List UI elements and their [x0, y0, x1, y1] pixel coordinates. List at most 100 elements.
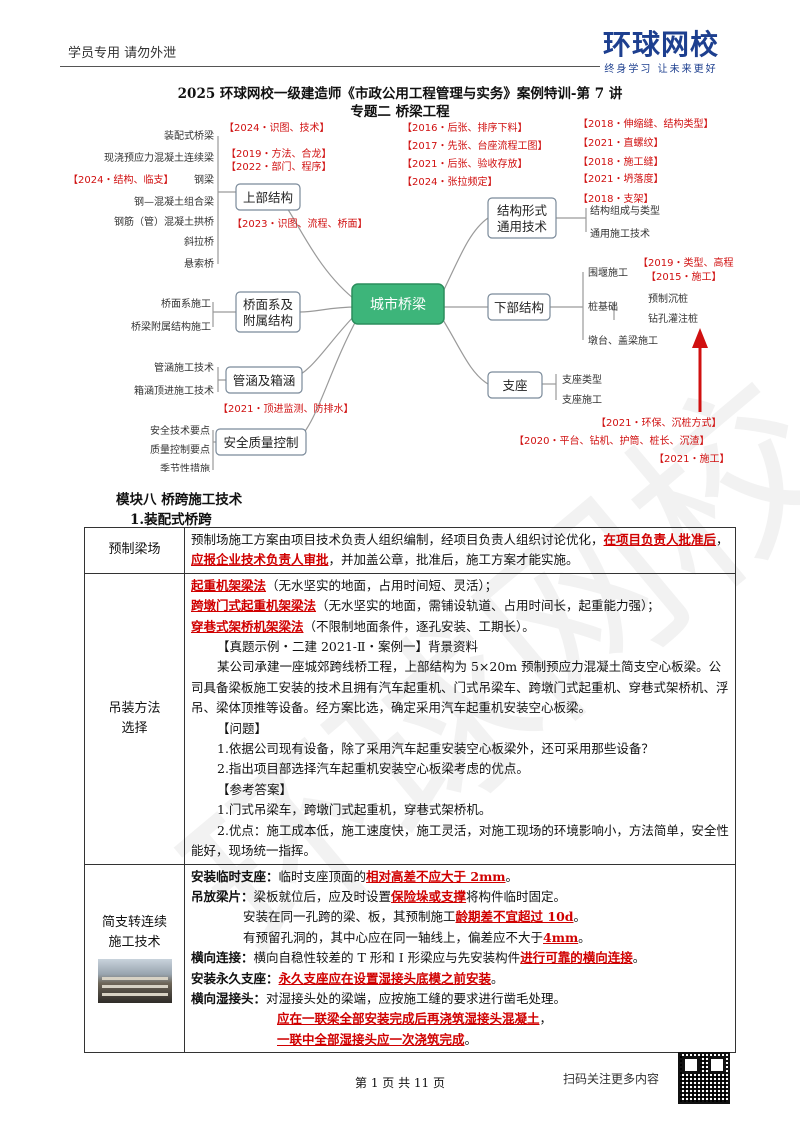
- lower-item: 墩台、盖梁施工: [588, 334, 658, 347]
- exam-tag: 【2021・顶进监测、防排水】: [218, 402, 353, 415]
- structure-item: 通用施工技术: [590, 227, 650, 240]
- text: 。: [578, 929, 591, 945]
- text: 。: [491, 970, 504, 986]
- row-content: 安装临时支座：临时支座顶面的相对高差不应大于 2mm。 吊放梁片：梁板就位后，应…: [184, 863, 736, 1054]
- upper-item: 装配式桥梁: [164, 129, 214, 142]
- text: 。: [632, 950, 646, 966]
- text: 将构件临时固定。: [466, 888, 567, 904]
- lower-item: 围堰施工: [588, 266, 628, 279]
- upper-item: 钢筋（管）混凝土拱桥: [114, 215, 214, 228]
- table-row: 预制梁场 预制场施工方案由项目技术负责人组织编制，经项目负责人组织讨论优化，在项…: [84, 527, 736, 574]
- row-label: 预制梁场: [84, 527, 185, 574]
- step-label: 横向连接：: [191, 950, 254, 966]
- page-title: 2025 环球网校一级建造师《市政公用工程管理与实务》案例特训-第 7 讲: [177, 86, 623, 102]
- row-label: 简支转连续 施工技术: [84, 863, 185, 1054]
- method-name: 穿巷式架桥机架梁法: [191, 618, 304, 634]
- highlight: 永久支座应在设置湿接头底模之前安装: [278, 970, 492, 986]
- culvert-item: 箱涵顶进施工技术: [134, 384, 214, 397]
- exam-tag: 【2021・施工】: [654, 452, 729, 465]
- exam-tag: 【2019・类型、高程】: [638, 256, 734, 269]
- text: 对湿接头处的梁端，应按施工缝的要求进行凿毛处理。: [266, 990, 567, 1006]
- page-header: 学员专用 请勿外泄 环球网校 终身学习 让未来更好: [60, 30, 740, 75]
- text: ，: [716, 532, 729, 547]
- step-label: 吊放梁片：: [191, 888, 254, 904]
- node-culvert: 管涵及箱涵: [233, 373, 296, 388]
- text: 。: [464, 1031, 478, 1047]
- row-content: 预制场施工方案由项目技术负责人组织编制，经项目负责人组织讨论优化，在项目负责人批…: [184, 527, 736, 574]
- structure-item: 结构组成与类型: [590, 204, 660, 217]
- exam-tag: 【2018・施工缝】: [578, 155, 663, 168]
- red-arrow-icon: [692, 328, 708, 412]
- node-safety: 安全质量控制: [223, 435, 298, 450]
- highlight: 保险垛或支撑: [391, 888, 467, 904]
- row-content: 起重机架梁法（无水坚实的地面，占用时间短、灵活）； 跨墩门式起重机架梁法（无水坚…: [184, 572, 736, 865]
- lower-item: 预制沉桩: [648, 292, 688, 305]
- highlight: 应在一联梁全部安装完成后再浇筑湿接头混凝土: [277, 1011, 540, 1027]
- text: 横向自稳性较差的 T 形和 I 形梁应与先安装构件: [253, 950, 521, 966]
- question-item: 2.指出项目部选择汽车起重机安装空心板梁考虑的优点。: [217, 761, 529, 777]
- upper-item: 钢—混凝土组合梁: [134, 195, 214, 208]
- brand-logo: 环球网校 终身学习 让未来更好: [586, 30, 736, 76]
- lower-item: 钻孔灌注桩: [648, 312, 698, 325]
- case-heading: 【真题示例・二建 2021-Ⅱ・案例一】背景资料: [217, 639, 479, 655]
- safety-item: 季节性措施: [160, 462, 210, 472]
- row-label-text: 吊装方法: [108, 700, 161, 716]
- question-item: 1.依据公司现有设备，除了采用汽车起重安装空心板梁外，还可采用那些设备？: [217, 741, 654, 757]
- step-label: 横向湿接头：: [191, 990, 267, 1006]
- node-bearing: 支座: [502, 378, 527, 393]
- text: 。: [505, 868, 519, 884]
- center-node: [351, 283, 445, 325]
- exam-tag: 【2021・环保、沉桩方式】: [596, 416, 721, 429]
- exam-tag: 【2016・后张、排序下料】: [402, 121, 527, 134]
- highlight: 应报企业技术负责人审批: [191, 552, 329, 568]
- upper-item: 斜拉桥: [184, 235, 214, 248]
- logo-slogan: 终身学习 让未来更好: [604, 64, 718, 75]
- table-row: 简支转连续 施工技术 安装临时支座：临时支座顶面的相对高差不应大于 2mm。 吊…: [84, 863, 736, 1054]
- deck-item: 桥面系施工: [161, 297, 211, 310]
- highlight: 龄期差不宜超过 10d: [455, 909, 574, 925]
- row-label-text: 选择: [121, 720, 148, 736]
- text: 临时支座顶面的: [278, 868, 367, 884]
- exam-tag: 【2024・结构、临支】: [68, 173, 173, 186]
- case-body: 某公司承建一座城郊跨线桥工程，上部结构为 5×20m 预制预应力混凝土简支空心板…: [191, 659, 729, 716]
- section-title: 1.装配式桥跨: [130, 512, 212, 528]
- exam-tag: 【2024・识图、技术】: [224, 121, 329, 134]
- content-table: 预制梁场 预制场施工方案由项目技术负责人组织编制，经项目负责人组织讨论优化，在项…: [84, 527, 736, 1054]
- node-deck-1: 桥面系及: [243, 297, 294, 312]
- highlight: 进行可靠的横向连接: [520, 950, 633, 966]
- exam-tag: 【2015・施工】: [646, 270, 721, 283]
- exam-tag: 【2021・坍落度】: [578, 172, 663, 185]
- row-label: 吊装方法 选择: [84, 572, 185, 865]
- text: ，: [539, 1011, 553, 1027]
- scan-prompt: 扫码关注更多内容: [563, 1072, 660, 1086]
- text: ，并加盖公章，批准后，施工方案才能实施。: [328, 552, 579, 568]
- node-structure-2: 通用技术: [497, 219, 548, 234]
- text: 。: [573, 909, 587, 925]
- upper-item: 现浇预应力混凝土连续梁: [104, 151, 214, 164]
- row-label-text: 预制梁场: [108, 542, 161, 558]
- header-rule: [60, 66, 600, 67]
- deck-item: 桥梁附属结构施工: [131, 320, 211, 333]
- mind-map: 城市桥梁 上部结构 桥面系及 附属结构 管涵及箱涵 安全质量控制 结构形式 通用…: [68, 117, 734, 472]
- page-number: 第 1 页 共 11 页: [355, 1076, 445, 1090]
- safety-item: 安全技术要点: [150, 424, 210, 437]
- answer-item: 2.优点：施工成本低，施工速度快，施工灵活，对施工现场的环境影响小，方法简单，安…: [191, 822, 729, 859]
- text: 有预留孔洞的，其中心应在同一轴线上，偏差应不大于: [243, 929, 544, 945]
- exam-tag: 【2023・识图、流程、桥面】: [232, 217, 367, 230]
- row-label-text: 施工技术: [108, 935, 161, 951]
- step-label: 安装临时支座：: [191, 868, 279, 884]
- text: 预制场施工方案由项目技术负责人组织编制，经项目负责人组织讨论优化，: [191, 532, 604, 547]
- text: 梁板就位后，应及时设置: [253, 888, 392, 904]
- exam-tag: 【2019・方法、合龙】: [226, 147, 331, 160]
- exam-tag: 【2024・张拉频定】: [402, 175, 497, 188]
- upper-item: 钢梁: [194, 173, 214, 186]
- bearing-item: 支座施工: [562, 393, 602, 406]
- qr-code-icon[interactable]: [678, 1052, 730, 1104]
- step-label: 安装永久支座：: [191, 970, 279, 986]
- lower-item: 桩基础: [588, 300, 618, 313]
- exam-tag: 【2021・直螺纹】: [578, 136, 663, 149]
- answer-item: 1.门式吊梁车，跨墩门式起重机，穿巷式架桥机。: [217, 802, 492, 818]
- node-upper-structure: 上部结构: [243, 190, 293, 205]
- page-subtitle: 专题二 桥梁工程: [350, 104, 450, 120]
- exam-tag: 【2021・后张、验收存放】: [402, 157, 527, 170]
